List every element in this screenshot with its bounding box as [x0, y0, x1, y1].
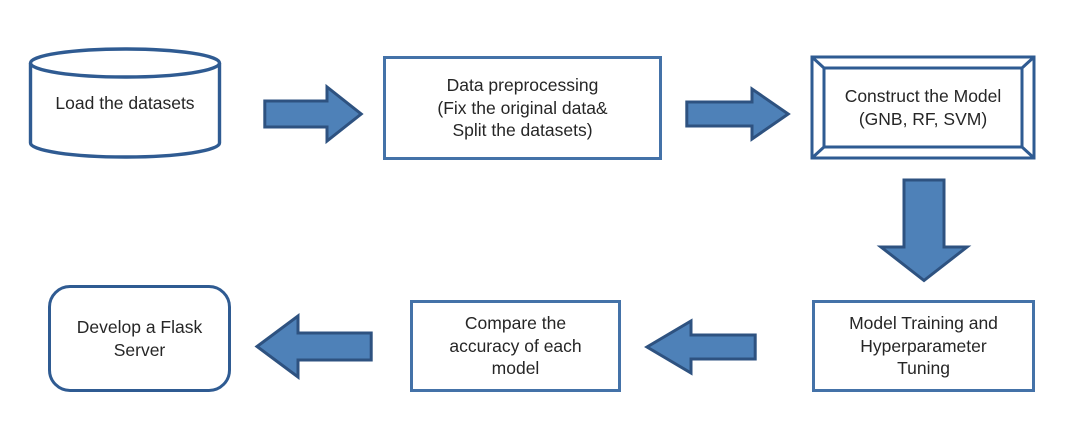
arrow-load-to-preprocessing	[263, 83, 364, 145]
arrow-right-icon	[685, 86, 791, 142]
node-construct-model[interactable]: Construct the Model (GNB, RF, SVM)	[810, 55, 1036, 160]
frame-shape-icon	[810, 55, 1036, 160]
arrow-construct-to-training	[876, 178, 972, 283]
arrow-training-to-compare	[644, 318, 757, 376]
arrow-down-icon	[876, 178, 972, 283]
node-load-datasets[interactable]: Load the datasets	[27, 46, 223, 160]
node-label-load-datasets: Load the datasets	[55, 92, 195, 113]
arrow-left-icon	[254, 313, 373, 380]
arrow-right-icon	[263, 83, 364, 145]
node-label-data-preprocessing: Data preprocessing (Fix the original dat…	[437, 74, 608, 141]
node-label-model-training: Model Training and Hyperparameter Tuning	[849, 312, 998, 379]
node-label-construct-model: Construct the Model (GNB, RF, SVM)	[844, 85, 1002, 129]
node-develop-flask-server[interactable]: Develop a Flask Server	[48, 285, 231, 392]
node-compare-accuracy[interactable]: Compare the accuracy of each model	[410, 300, 621, 392]
node-model-training[interactable]: Model Training and Hyperparameter Tuning	[812, 300, 1035, 392]
node-label-compare-accuracy: Compare the accuracy of each model	[449, 312, 582, 379]
cylinder-shape-icon	[28, 47, 222, 159]
arrow-preprocessing-to-construct	[685, 86, 791, 142]
arrow-compare-to-flask	[254, 313, 373, 380]
arrow-left-icon	[644, 318, 757, 376]
node-label-develop-flask-server: Develop a Flask Server	[76, 316, 203, 360]
node-data-preprocessing[interactable]: Data preprocessing (Fix the original dat…	[383, 56, 662, 160]
